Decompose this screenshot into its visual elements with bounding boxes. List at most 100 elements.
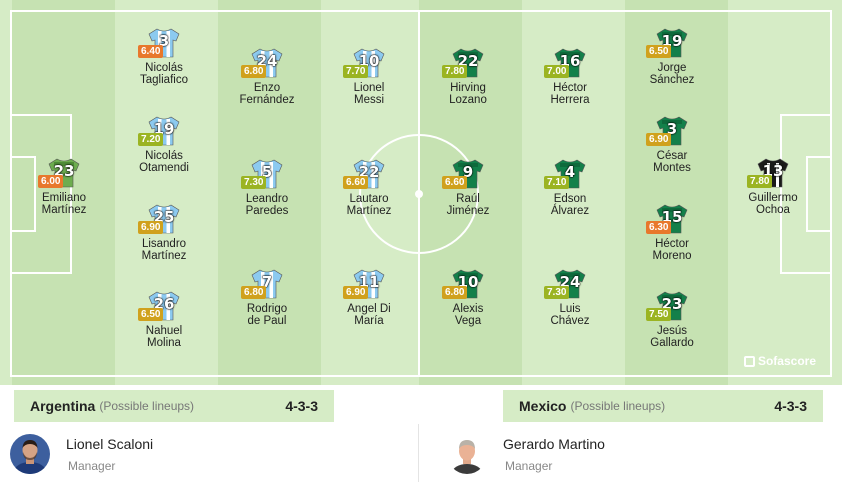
away-team-name: Mexico: [519, 398, 567, 414]
away-penalty-area: [780, 114, 832, 274]
player-rating-badge: 7.10: [544, 176, 570, 189]
away-manager[interactable]: Gerardo Martino Manager: [447, 424, 605, 484]
pitch-boundary: [10, 10, 832, 377]
player-name: Luis Chávez: [550, 303, 590, 327]
away-team-bar[interactable]: Mexico (Possible lineups) 4-3-3: [503, 390, 823, 422]
player-name: Guillermo Ochoa: [748, 192, 798, 216]
player-name: Lisandro Martínez: [141, 238, 187, 262]
player-rating-badge: 6.40: [138, 45, 164, 58]
player-name: Nicolás Otamendi: [139, 150, 189, 174]
player-name: Jesús Gallardo: [650, 325, 694, 349]
player-rating-badge: 6.90: [138, 221, 164, 234]
away-formation: 4-3-3: [774, 398, 807, 414]
player-rating-badge: 6.50: [138, 308, 164, 321]
player-rating-badge: 6.90: [646, 133, 672, 146]
player-rating-badge: 6.80: [442, 286, 468, 299]
player-number: 9: [462, 163, 474, 181]
home-manager-name: Lionel Scaloni: [66, 435, 154, 452]
player-rating-badge: 6.60: [343, 176, 369, 189]
player-name: Enzo Fernández: [239, 82, 295, 106]
away-goal-area: [806, 156, 832, 232]
pitch-stripe: [12, 0, 115, 385]
player-number: 4: [564, 163, 576, 181]
player-name: Lautaro Martínez: [346, 193, 392, 217]
player-rating-badge: 7.30: [544, 286, 570, 299]
home-manager-role: Manager: [68, 458, 116, 473]
sofascore-label: Sofascore: [757, 354, 816, 368]
player-rating-badge: 6.80: [241, 65, 267, 78]
home-team-bar[interactable]: Argentina (Possible lineups) 4-3-3: [14, 390, 334, 422]
pitch-stripe: [625, 0, 728, 385]
player-rating-badge: 6.30: [646, 221, 672, 234]
player-rating-badge: 7.70: [343, 65, 369, 78]
player-rating-badge: 6.00: [38, 175, 64, 188]
player-name: Nahuel Molina: [145, 325, 183, 349]
sofascore-logo-icon: [743, 355, 755, 367]
player-name: Lionel Messi: [353, 82, 385, 106]
away-manager-name: Gerardo Martino: [503, 435, 605, 452]
player-rating-badge: 6.50: [646, 45, 672, 58]
player-name: Nicolás Tagliafico: [140, 62, 188, 86]
home-lineup-status: (Possible lineups): [99, 399, 195, 413]
player-number: 3: [158, 32, 170, 50]
player-number: 5: [261, 163, 273, 181]
player-rating-badge: 7.80: [747, 175, 773, 188]
player-name: Héctor Herrera: [550, 82, 590, 106]
player-rating-badge: 6.60: [442, 176, 468, 189]
player-rating-badge: 7.00: [544, 65, 570, 78]
home-manager[interactable]: Lionel Scaloni Manager: [10, 424, 153, 484]
home-penalty-area: [10, 114, 72, 274]
player-rating-badge: 7.20: [138, 133, 164, 146]
player-name: Jorge Sánchez: [649, 62, 695, 86]
player-rating-badge: 7.30: [241, 176, 267, 189]
manager-divider: [418, 424, 419, 482]
away-manager-role: Manager: [505, 458, 553, 473]
sofascore-brand: Sofascore: [743, 354, 816, 368]
player-name: Edson Álvarez: [550, 193, 590, 217]
player-number: 3: [666, 120, 678, 138]
away-lineup-status: (Possible lineups): [570, 399, 666, 413]
center-circle: [359, 134, 479, 254]
